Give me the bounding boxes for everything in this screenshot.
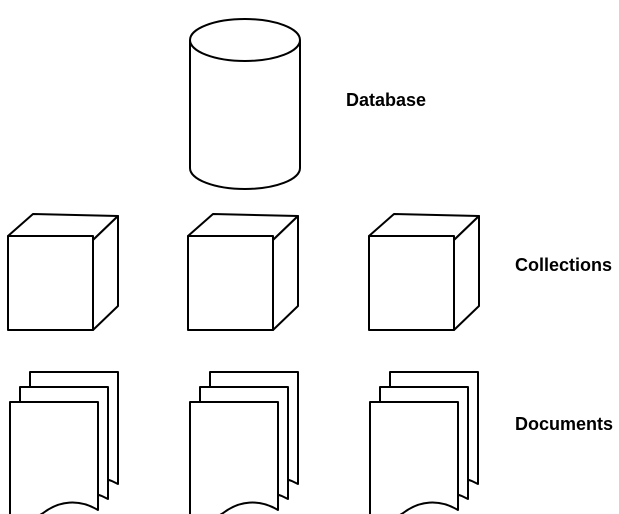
document-stack-icon <box>369 371 479 514</box>
documents-label: Documents <box>515 414 613 434</box>
collection-cube-icon <box>7 213 119 331</box>
document-stack-icon <box>9 371 119 514</box>
collection-cube-icon <box>187 213 299 331</box>
database-label: Database <box>346 90 426 110</box>
collections-label: Collections <box>515 255 612 275</box>
collection-cube-icon <box>368 213 480 331</box>
database-cylinder-icon <box>189 18 301 190</box>
document-stack-icon <box>189 371 299 514</box>
